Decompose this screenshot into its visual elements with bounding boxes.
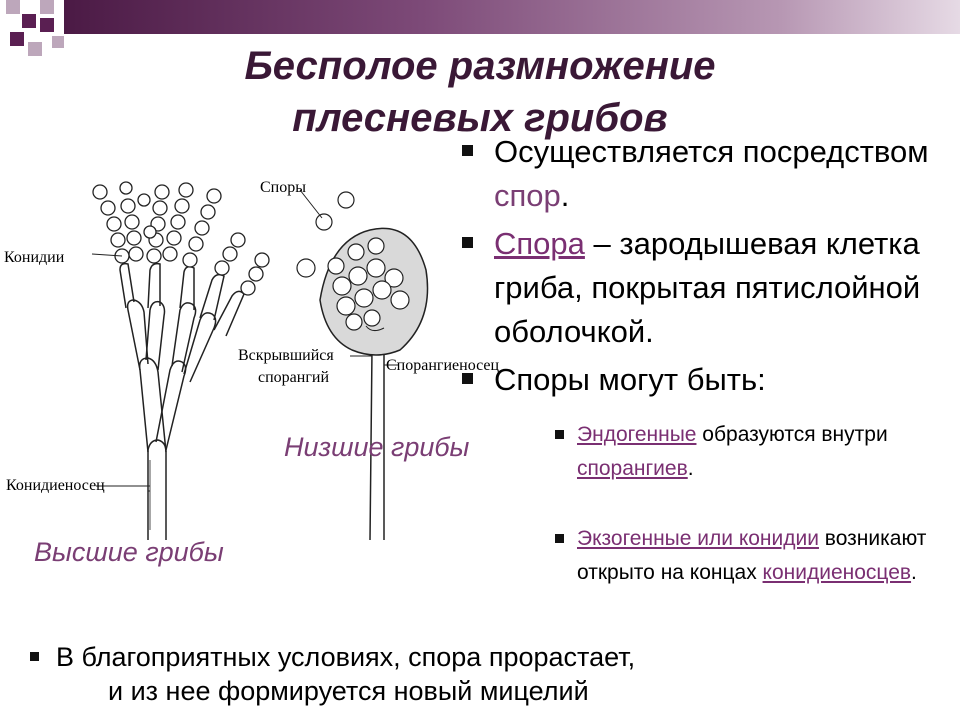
sub-bullet-item: Эндогенные образуются внутри спорангиев. — [555, 418, 945, 486]
decor-square — [52, 36, 64, 48]
decor-square — [10, 32, 24, 46]
square-bullet-icon — [462, 373, 473, 384]
bullet-text: возникают открыто на концах — [577, 527, 927, 584]
square-bullet-icon — [462, 237, 473, 248]
bullet-text-end: . — [560, 178, 570, 213]
link-endogenous[interactable]: Эндогенные — [577, 423, 697, 446]
square-bullet-icon — [462, 145, 473, 156]
bullet-text: Споры могут быть: — [494, 362, 766, 397]
bottom-bullet-list: В благоприятных условиях, спора прораста… — [28, 640, 928, 708]
bullet-text-end: . — [911, 561, 917, 584]
title-line-1: Бесполое размножение — [244, 44, 716, 88]
sporangium-drawing — [296, 191, 429, 540]
square-bullet-icon — [30, 652, 39, 661]
square-bullet-icon — [555, 534, 564, 543]
decor-square — [40, 0, 54, 14]
bullet-item: Осуществляется посредством спор. — [462, 130, 952, 218]
bullet-item: Споры могут быть: — [462, 358, 952, 402]
main-bullet-list: Осуществляется посредством спор. Спора –… — [462, 130, 952, 402]
label-sporangiophore: Спорангиеносец — [386, 357, 499, 374]
bullet-item: Спора – зародышевая клетка гриба, покрыт… — [462, 222, 952, 354]
label-lower-fungi: Низшие грибы — [284, 432, 470, 462]
link-sporangia[interactable]: спорангиев — [577, 457, 688, 480]
link-conidiophores[interactable]: конидиеносцев — [762, 561, 912, 584]
conidia-spores-drawing — [92, 181, 270, 296]
link-exogenous[interactable]: Экзогенные или конидии — [577, 527, 819, 550]
bottom-line-2: и из нее формируется новый мицелий — [108, 676, 589, 706]
sub-bullet-list: Эндогенные образуются внутри спорангиев.… — [555, 418, 945, 590]
bullet-text: – зародышевая клетка гриба, покрытая пят… — [494, 226, 921, 349]
bullet-text: Осуществляется посредством — [494, 134, 929, 169]
accent-term: спор — [494, 178, 561, 213]
decor-square — [22, 14, 36, 28]
label-spores: Споры — [260, 179, 306, 196]
bottom-bullet-item: В благоприятных условиях, спора прораста… — [28, 640, 928, 708]
square-bullet-icon — [555, 430, 564, 439]
conidiophore-drawing — [119, 262, 245, 540]
label-higher-fungi: Высшие грибы — [34, 537, 224, 567]
title-line-2: плесневых грибов — [292, 96, 668, 140]
decor-square — [28, 42, 42, 56]
link-spore[interactable]: Спора — [494, 226, 585, 261]
decor-square — [6, 0, 20, 14]
label-conidiophore: Конидиеносец — [6, 477, 105, 494]
label-opened-sporangium-1: Вскрывшийся — [238, 347, 334, 364]
slide-title: Бесполое размножение плесневых грибов — [150, 40, 810, 144]
bullet-text: образуются внутри — [696, 423, 888, 446]
label-conidia: Конидии — [4, 249, 65, 266]
decor-square — [40, 18, 54, 32]
bottom-line-1: В благоприятных условиях, спора прораста… — [56, 642, 636, 672]
label-opened-sporangium-2: спорангий — [258, 369, 329, 386]
sub-bullet-item: Экзогенные или конидии возникают открыто… — [555, 522, 945, 590]
top-decor-bar — [64, 0, 960, 34]
fungi-illustration: Конидии Конидиеносец Споры Вскрывшийся с… — [4, 179, 499, 540]
bullet-text-end: . — [687, 457, 694, 480]
